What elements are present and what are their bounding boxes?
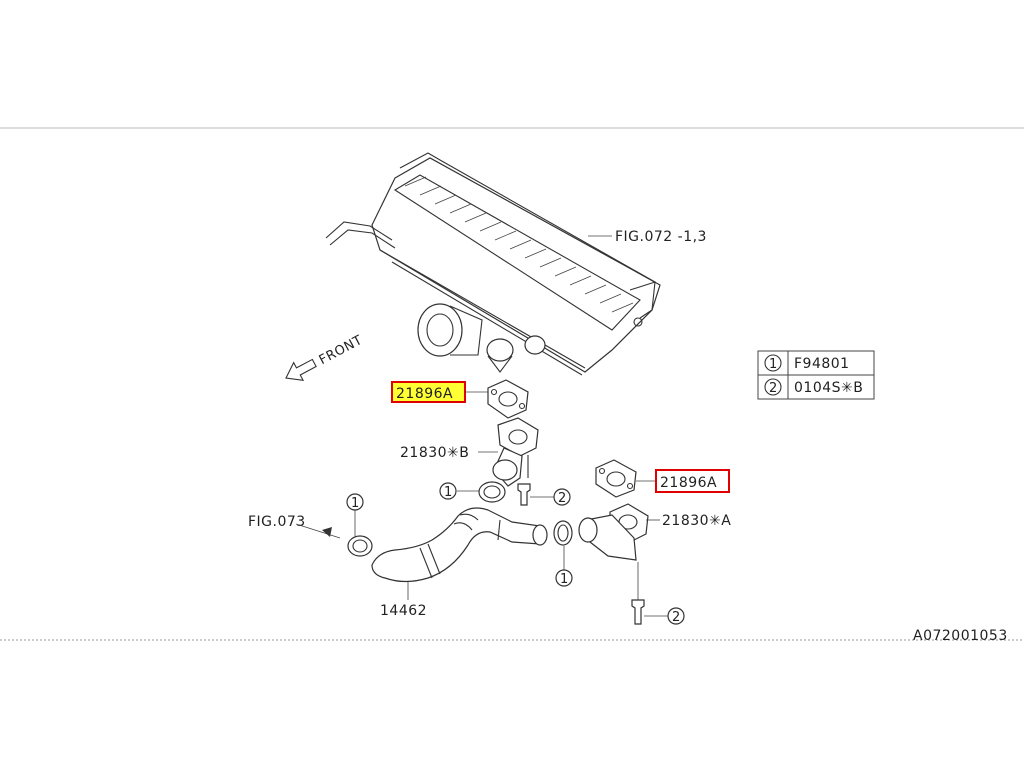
intercooler-illustration <box>325 152 661 376</box>
label-fig072: FIG.072 -1,3 <box>615 229 707 245</box>
label-21896a-highlighted: 21896A <box>396 386 453 402</box>
front-arrow: FRONT <box>285 333 365 381</box>
label-14462: 14462 <box>380 603 427 619</box>
bolt-upper <box>517 483 531 506</box>
label-21830b: 21830✳B <box>400 445 469 461</box>
svg-text:1: 1 <box>444 485 453 500</box>
svg-text:FRONT: FRONT <box>317 333 365 368</box>
arrow-fig073 <box>322 527 332 537</box>
callout-2-lower <box>667 607 685 625</box>
legend-code-1: F94801 <box>794 356 850 372</box>
svg-text:2: 2 <box>558 491 567 506</box>
callout-2-upper <box>553 488 571 506</box>
hose-14462 <box>371 507 548 583</box>
legend-ref-1: 1 <box>769 357 778 372</box>
pipe-21830a <box>578 503 649 561</box>
svg-text:1: 1 <box>560 572 569 587</box>
gasket-21896a-upper <box>487 379 529 419</box>
callout-1-upper <box>439 482 457 500</box>
svg-text:1: 1 <box>351 496 360 511</box>
callout-1-left <box>346 493 364 511</box>
label-21830a: 21830✳A <box>662 513 731 529</box>
legend-ref-2: 2 <box>769 381 778 396</box>
label-fig073: FIG.073 <box>248 514 306 530</box>
clamp-upper <box>478 481 506 503</box>
clamp-left <box>347 535 373 557</box>
legend-table: 1 F94801 2 0104S✳B <box>757 350 875 400</box>
svg-text:2: 2 <box>672 610 681 625</box>
label-21896a-boxed: 21896A <box>660 475 717 491</box>
pipe-21830b <box>492 417 539 487</box>
clamp-lower <box>553 520 573 546</box>
bolt-lower <box>631 599 645 625</box>
legend-code-2: 0104S✳B <box>794 380 863 396</box>
red-box-21896a <box>655 469 730 493</box>
gasket-21896a-right <box>595 459 637 498</box>
callout-1-lower <box>555 569 573 587</box>
document-id: A072001053 <box>913 628 1008 644</box>
